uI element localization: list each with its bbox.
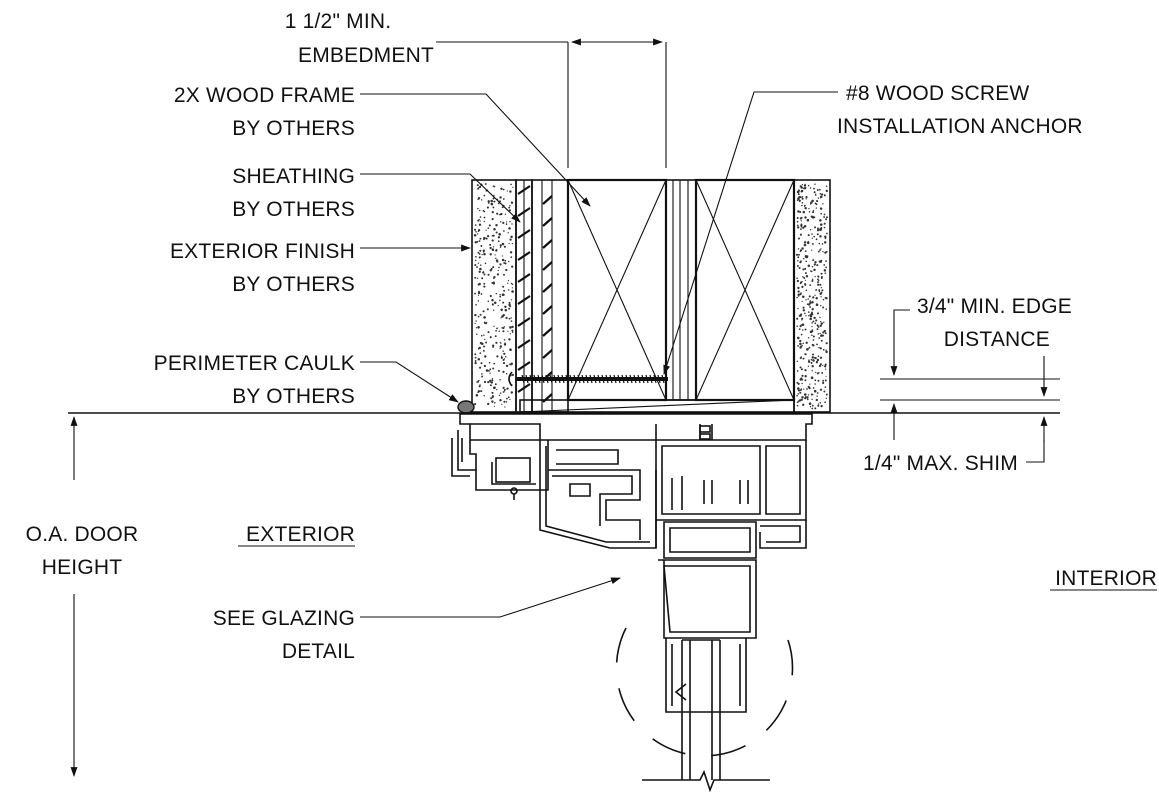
interior-label: INTERIOR (1055, 567, 1157, 590)
interior-finish-stipple (795, 183, 828, 410)
door-bottom-rail (642, 521, 770, 793)
shim (519, 399, 795, 413)
embedment-label-line1: 1 1/2" MIN. (285, 10, 392, 33)
wood-screw-anchor (508, 371, 668, 387)
annotation-text: 1 1/2" MIN. EMBEDMENT 2X WOOD FRAME BY O… (26, 10, 1157, 663)
embedment-dimension (436, 38, 667, 168)
edge-distance-label-line2: DISTANCE (944, 328, 1050, 351)
door-sill-profile (451, 413, 813, 549)
shim-label: 1/4" MAX. SHIM (863, 452, 1018, 475)
edge-distance-dimension (880, 309, 1060, 463)
edge-distance-label-line1: 3/4" MIN. EDGE (917, 295, 1072, 318)
sheathing-label-line2: BY OTHERS (232, 198, 355, 221)
board-hatch (542, 195, 553, 403)
glazing-label-line1: SEE GLAZING (213, 607, 355, 630)
wood-frame-label-line1: 2X WOOD FRAME (174, 84, 355, 107)
wood-screw-label-line1: #8 WOOD SCREW (846, 82, 1029, 105)
ply-strip (665, 179, 697, 401)
leaders (360, 91, 838, 618)
wood-screw-label-line2: INSTALLATION ANCHOR (837, 115, 1083, 138)
embedment-label-line2: EMBEDMENT (298, 44, 434, 67)
exterior-finish-label-line2: BY OTHERS (232, 273, 355, 296)
sheathing-label-line1: SHEATHING (232, 165, 355, 188)
interior-finish-layer (793, 179, 831, 413)
exterior-label: EXTERIOR (246, 523, 355, 546)
exterior-finish-label-line1: EXTERIOR FINISH (170, 240, 355, 263)
sheathing-hatch (517, 185, 531, 393)
glazing-detail-callout (615, 627, 794, 757)
perimeter-caulk-label-line1: PERIMETER CAULK (154, 352, 355, 375)
exterior-finish-stipple (473, 183, 514, 408)
wood-frame-label-line2: BY OTHERS (232, 117, 355, 140)
door-height-label-line2: HEIGHT (42, 556, 123, 579)
glazing-label-line2: DETAIL (282, 640, 355, 663)
perimeter-caulk-label-line2: BY OTHERS (232, 385, 355, 408)
wall-assembly (457, 178, 831, 414)
door-height-label-line1: O.A. DOOR (26, 523, 139, 546)
perimeter-caulk-bead (457, 400, 475, 414)
